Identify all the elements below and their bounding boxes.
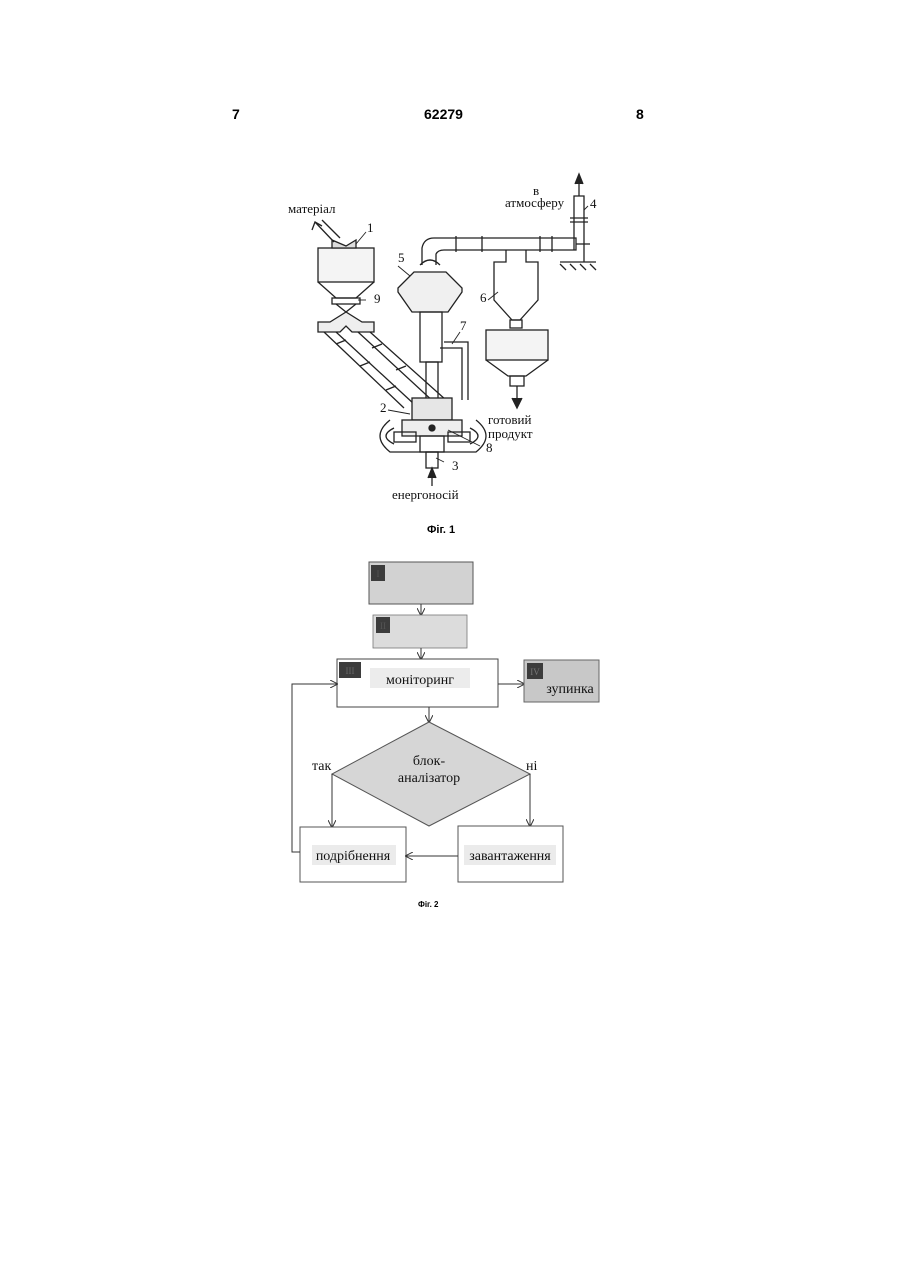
badge-I: I (377, 569, 380, 579)
feed-splitter (318, 312, 374, 332)
page-number-right: 8 (636, 106, 644, 122)
label-material: матеріал (288, 201, 336, 216)
jet-mill-2 (380, 398, 486, 468)
material-inlet-arrow (312, 220, 340, 242)
label-energy: енергоносій (392, 487, 459, 502)
product-hopper (486, 330, 548, 408)
callout-6: 6 (480, 290, 487, 305)
label-crushing: подрібнення (316, 849, 391, 864)
figure-1-caption: Фіг. 1 (427, 524, 455, 536)
callout-5: 5 (398, 250, 405, 265)
exhaust-stack-4 (560, 174, 596, 270)
flow-box-loading: завантаження (458, 826, 563, 882)
figure-2-caption: Фіг. 2 (418, 900, 438, 909)
flow-box-IV-stop: IV зупинка (524, 660, 599, 702)
classifier-5 (398, 260, 462, 400)
callout-leaders (356, 206, 588, 462)
label-product-line2: продукт (488, 426, 533, 441)
return-pipe-7 (440, 342, 468, 400)
badge-III: III (346, 666, 355, 676)
callout-8: 8 (486, 440, 493, 455)
label-atmosphere-line2: атмосферу (505, 195, 565, 210)
flow-box-crushing: подрібнення (300, 827, 406, 882)
flow-decision-analyzer: блок- аналізатор (332, 722, 530, 826)
flow-box-I: I (369, 562, 473, 604)
feed-pipes (324, 332, 446, 408)
flow-box-II: II (373, 615, 467, 648)
label-product-line1: готовий (488, 412, 531, 427)
label-stop: зупинка (546, 682, 594, 697)
callout-4: 4 (590, 196, 597, 211)
patent-number: 62279 (424, 106, 463, 122)
callout-3: 3 (452, 458, 459, 473)
page-number-left: 7 (232, 106, 240, 122)
label-branch-no: ні (526, 759, 537, 774)
callout-2: 2 (380, 400, 387, 415)
label-monitoring: моніторинг (386, 673, 454, 688)
label-analyzer-line1: блок- (413, 754, 446, 769)
callout-1: 1 (367, 220, 374, 235)
cyclone-6 (494, 250, 538, 328)
callout-9: 9 (374, 291, 381, 306)
label-analyzer-line2: аналізатор (398, 771, 460, 786)
badge-IV: IV (530, 667, 540, 677)
label-loading: завантаження (469, 849, 551, 864)
callout-7: 7 (460, 318, 467, 333)
label-branch-yes: так (312, 759, 332, 774)
figure-1-apparatus-drawing: матеріал в атмосферу готовий продукт ене… (270, 168, 650, 508)
energy-inlet-arrow (428, 468, 436, 486)
figure-2-flowchart: I II III моніторинг IV зупинка блок- ана… (280, 555, 620, 890)
hopper-1 (318, 240, 374, 312)
exhaust-duct (422, 236, 596, 265)
badge-II: II (380, 621, 386, 631)
flow-box-III-monitoring: III моніторинг (337, 659, 498, 707)
